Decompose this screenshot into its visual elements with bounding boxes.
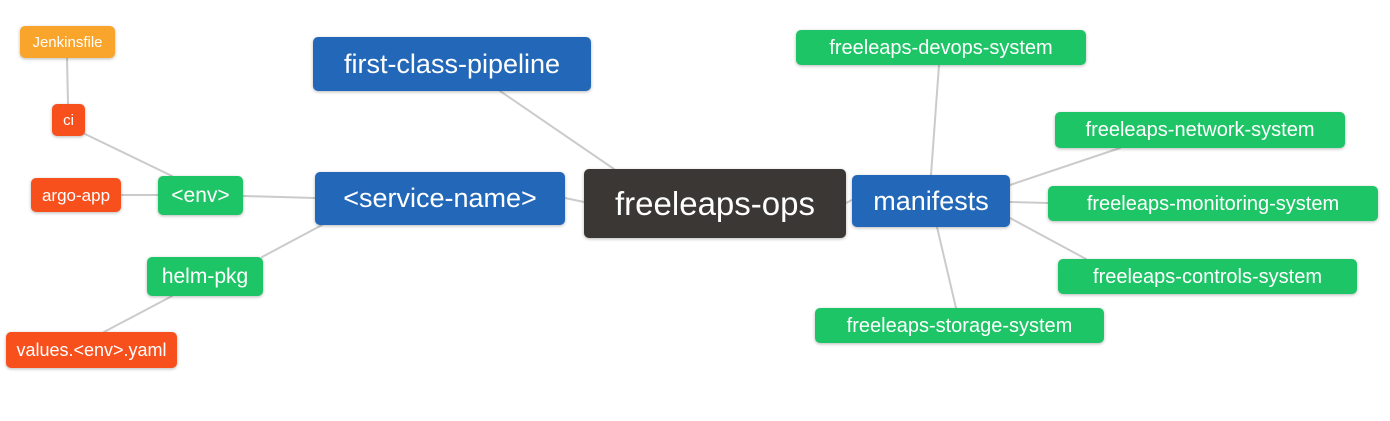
edge-service-name-to-helm-pkg (261, 224, 323, 258)
node-freeleaps-controls-system[interactable]: freeleaps-controls-system (1058, 259, 1357, 294)
edge-env-to-service-name (242, 195, 316, 199)
node-freeleaps-storage-system[interactable]: freeleaps-storage-system (815, 308, 1104, 343)
edge-manifests-to-freeleaps-controls-system (1009, 217, 1087, 260)
edge-manifests-to-freeleaps-monitoring-system (1009, 201, 1049, 204)
edge-ci-to-env (84, 133, 173, 177)
node-freeleaps-network-system[interactable]: freeleaps-network-system (1055, 112, 1345, 148)
node-freeleaps-ops[interactable]: freeleaps-ops (584, 169, 846, 238)
node-ci[interactable]: ci (52, 104, 85, 136)
edge-manifests-to-freeleaps-network-system (1009, 147, 1121, 186)
node-jenkinsfile[interactable]: Jenkinsfile (20, 26, 115, 58)
node-first-class-pipeline[interactable]: first-class-pipeline (313, 37, 591, 91)
node-manifests[interactable]: manifests (852, 175, 1010, 227)
node-freeleaps-devops-system[interactable]: freeleaps-devops-system (796, 30, 1086, 65)
node-freeleaps-monitoring-system[interactable]: freeleaps-monitoring-system (1048, 186, 1378, 221)
edge-jenkinsfile-to-ci (66, 57, 69, 105)
node-values-env-yaml[interactable]: values.<env>.yaml (6, 332, 177, 368)
edge-manifests-to-freeleaps-storage-system (936, 226, 957, 309)
node-helm-pkg[interactable]: helm-pkg (147, 257, 263, 296)
node-argo-app[interactable]: argo-app (31, 178, 121, 212)
node-env[interactable]: <env> (158, 176, 243, 215)
edge-first-class-pipeline-to-freeleaps-ops (499, 90, 615, 170)
edge-helm-pkg-to-values-env-yaml (103, 295, 173, 333)
edge-service-name-to-freeleaps-ops (564, 197, 585, 203)
node-service-name[interactable]: <service-name> (315, 172, 565, 225)
edge-manifests-to-freeleaps-devops-system (930, 64, 940, 176)
